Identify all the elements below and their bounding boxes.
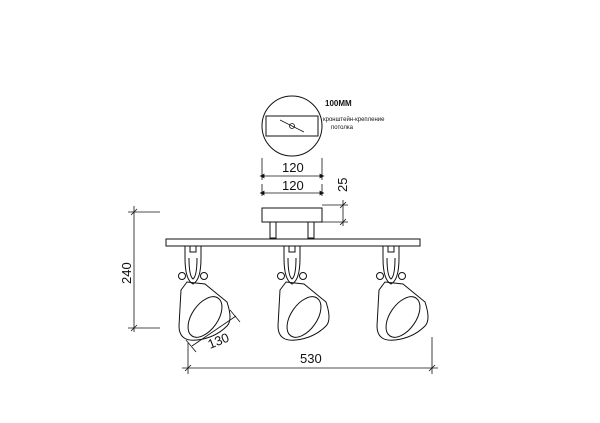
center-hole	[289, 123, 295, 129]
canopy-height-value: 25	[335, 178, 350, 192]
shade-opening-center	[286, 296, 322, 338]
plate-note-line1: кронштейн-крепление	[323, 116, 385, 123]
spotlight-left	[178, 245, 231, 341]
dimension-canopy-height: 25	[322, 178, 350, 226]
spotlight-right	[376, 245, 429, 341]
mounting-bar	[165, 238, 421, 247]
adjust-knob-left	[178, 272, 186, 280]
hole-spacing-label: 100MM	[325, 99, 352, 108]
ceiling-canopy	[261, 207, 323, 239]
dimension-canopy-width: 120	[259, 178, 325, 196]
shade-opening-left	[187, 296, 223, 338]
plate-circle	[261, 95, 323, 157]
dimension-total-width: 530	[182, 337, 438, 374]
canopy-screw-left	[269, 221, 277, 239]
adjust-knob-right	[376, 272, 384, 280]
dimension-shade-length: 130	[185, 309, 241, 353]
total-height-value: 240	[119, 262, 134, 284]
plate-bracket	[265, 115, 319, 137]
canopy-screw-right	[307, 221, 315, 239]
adjust-knob-center	[277, 272, 285, 280]
plate-diameter-value: 120	[282, 160, 304, 175]
dimension-plate-diameter: 120	[259, 158, 325, 180]
canopy-width-value: 120	[282, 178, 304, 193]
total-width-value: 530	[300, 351, 322, 366]
shade-length-value: 130	[206, 330, 232, 352]
shade-opening-right	[385, 296, 421, 338]
canopy-body	[261, 207, 323, 223]
spotlight-center	[277, 245, 330, 341]
plate-note-line2: потолка	[331, 125, 354, 131]
mounting-plate-top-view: 100MM кронштейн-крепление потолка	[261, 95, 385, 157]
dimension-total-height: 240	[119, 206, 160, 332]
